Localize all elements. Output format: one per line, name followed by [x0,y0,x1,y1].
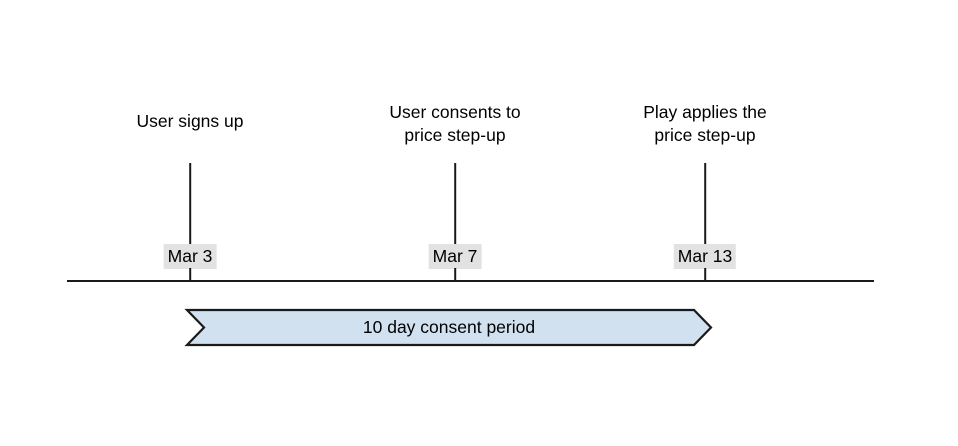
consent-period-banner: 10 day consent period [184,308,713,347]
event-tick-signup-lower [189,268,191,282]
event-tick-consent [454,163,456,246]
event-label-consent-line1: User consents to [389,102,521,122]
event-date-signup: Mar 3 [163,244,217,269]
event-label-signup-line1: User signs up [136,111,244,131]
event-tick-signup [189,163,191,246]
event-label-apply-line1: Play applies the [643,102,767,122]
event-label-apply: Play applies the price step-up [643,101,767,147]
event-label-consent: User consents to price step-up [389,101,520,147]
timeline-axis [67,280,874,282]
event-tick-apply-lower [704,268,706,282]
event-label-signup: User signs up [137,110,244,133]
banner-arrow-shape [184,308,713,347]
event-label-consent-line2: price step-up [404,125,506,145]
event-tick-apply [704,163,706,246]
event-label-apply-line2: price step-up [654,125,756,145]
event-tick-consent-lower [454,268,456,282]
event-date-consent: Mar 7 [428,244,482,269]
event-date-apply: Mar 13 [673,244,737,269]
